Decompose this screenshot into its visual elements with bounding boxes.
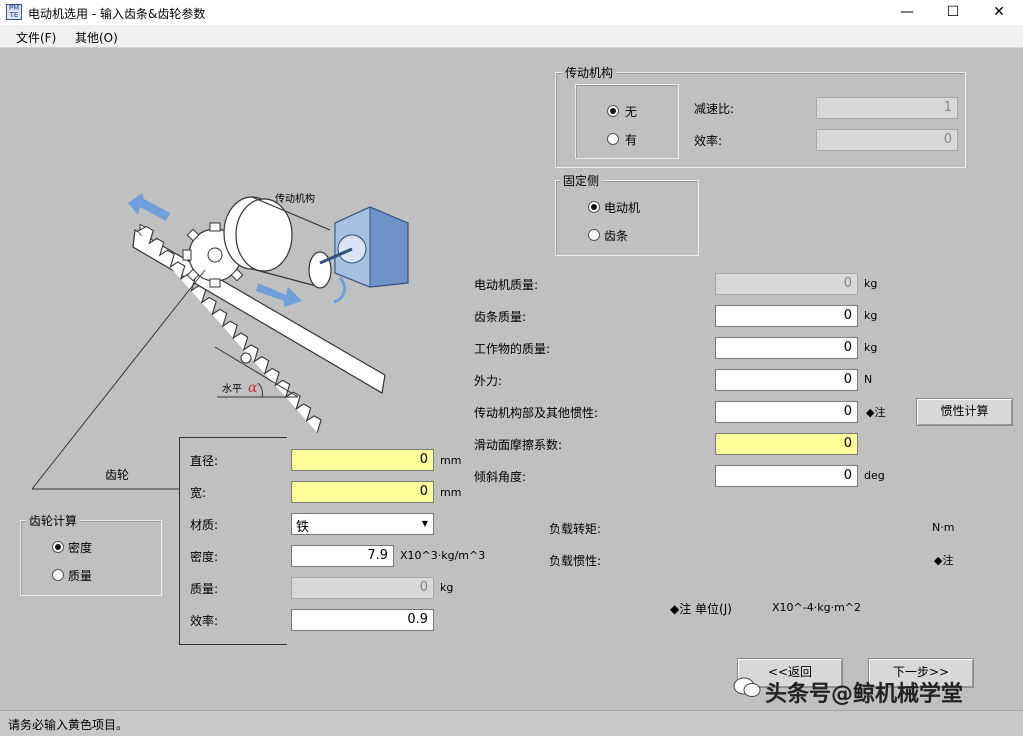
transmission-efficiency-label: 效率:	[694, 134, 723, 148]
unit-note-label: ◆注 单位(J)	[670, 602, 732, 616]
close-button[interactable]: ✕	[993, 4, 1005, 20]
gear-efficiency-label: 效率:	[190, 614, 219, 628]
fixed-side-title: 固定侧	[560, 172, 603, 189]
gear-mass-field: 0	[291, 577, 434, 599]
load-inertia-label: 负载惯性:	[549, 554, 602, 568]
status-text: 请务必输入黄色项目。	[8, 718, 129, 732]
tilt-angle-unit: deg	[864, 469, 885, 482]
gear-leader-line	[31, 269, 206, 490]
gear-width-label: 宽:	[190, 486, 207, 500]
inertia-field[interactable]: 0	[715, 401, 858, 423]
motor-mass-label: 电动机质量:	[474, 278, 539, 292]
fixed-motor-radio[interactable]	[588, 201, 600, 213]
external-force-unit: N	[864, 373, 873, 386]
ratio-label: 减速比:	[694, 102, 735, 116]
rack-pinion-illustration: 传动机构 水平 α	[31, 192, 409, 490]
chevron-down-icon[interactable]: ▼	[421, 519, 429, 528]
tilt-angle-field[interactable]: 0	[715, 465, 858, 487]
gear-diameter-unit: mm	[440, 454, 462, 467]
wechat-icon	[733, 676, 761, 698]
gear-material-select[interactable]: 铁 ▼	[291, 513, 434, 535]
belt-pulley	[223, 196, 332, 289]
gear-caption: 齿轮	[105, 468, 130, 482]
gear-density-label: 密度:	[190, 550, 219, 564]
motor-mass-field: 0	[715, 273, 858, 295]
window-title: 电动机选用 - 输入齿条&齿轮参数	[28, 7, 206, 21]
left-arrow-icon	[128, 193, 170, 221]
external-force-label: 外力:	[474, 374, 503, 388]
load-torque-unit: N·m	[932, 521, 955, 534]
rotation-arrow-icon	[333, 276, 347, 304]
fixed-side-group	[555, 180, 699, 256]
gear-material-value: 铁	[296, 520, 310, 535]
ratio-field: 1	[816, 97, 958, 119]
transmission-options-box	[575, 84, 679, 159]
status-bar: 请务必输入黄色项目。	[0, 710, 1023, 736]
inertia-calc-button[interactable]: 惯性计算	[916, 398, 1013, 426]
transmission-efficiency-field: 0	[816, 129, 958, 151]
menu-file[interactable]: 文件(F)	[16, 31, 57, 45]
gear-mass-label: 质量:	[190, 582, 219, 596]
angle-arc	[257, 382, 263, 398]
motor-mass-unit: kg	[864, 277, 878, 290]
gear-efficiency-field[interactable]: 0.9	[291, 609, 434, 631]
gear-calc-mass-radio[interactable]	[52, 569, 64, 581]
load-torque-label: 负载转矩:	[549, 522, 602, 536]
friction-label: 滑动面摩擦系数:	[474, 438, 563, 452]
inertia-note: ◆注	[866, 406, 886, 419]
transmission-yes-radio[interactable]	[607, 133, 619, 145]
gear-density-unit: X10^3·kg/m^3	[400, 549, 486, 562]
menu-other[interactable]: 其他(O)	[75, 31, 118, 45]
external-force-field[interactable]: 0	[715, 369, 858, 391]
minimize-button[interactable]: —	[900, 4, 914, 20]
rack-mass-field[interactable]: 0	[715, 305, 858, 327]
gear-calc-group	[20, 520, 162, 596]
gear-material-label: 材质:	[190, 518, 219, 532]
mass-point	[240, 352, 252, 364]
rack-mass-unit: kg	[864, 309, 878, 322]
fixed-motor-label[interactable]: 电动机	[604, 201, 641, 215]
fixed-rack-radio[interactable]	[588, 229, 600, 241]
slope-line	[214, 346, 299, 398]
work-mass-label: 工作物的质量:	[474, 342, 551, 356]
right-arrow-icon	[256, 283, 302, 307]
work-mass-unit: kg	[864, 341, 878, 354]
maximize-button[interactable]: ☐	[946, 4, 960, 20]
transmission-none-label[interactable]: 无	[625, 105, 638, 119]
horizontal-label: 水平	[222, 383, 242, 395]
work-mass-field[interactable]: 0	[715, 337, 858, 359]
motor-shape	[319, 206, 409, 288]
alpha-symbol: α	[248, 380, 258, 396]
gear-calc-title: 齿轮计算	[26, 512, 81, 529]
gear-density-field[interactable]: 7.9	[291, 545, 394, 567]
gear-diameter-field[interactable]: 0	[291, 449, 434, 471]
mechanism-caption: 传动机构	[275, 192, 315, 205]
load-inertia-note: ◆注	[934, 554, 954, 567]
inertia-label: 传动机构部及其他惯性:	[474, 406, 599, 420]
transmission-group	[555, 72, 966, 168]
tilt-angle-label: 倾斜角度:	[474, 470, 527, 484]
gear-calc-density-radio[interactable]	[52, 541, 64, 553]
rack-mass-label: 齿条质量:	[474, 310, 527, 324]
fixed-rack-label[interactable]: 齿条	[604, 229, 629, 243]
back-button[interactable]: <<返回	[737, 658, 843, 688]
gear-calc-density-label[interactable]: 密度	[68, 541, 93, 555]
gear-mass-unit: kg	[440, 581, 454, 594]
transmission-yes-label[interactable]: 有	[625, 133, 638, 147]
transmission-group-title: 传动机构	[562, 64, 617, 81]
watermark-text: 头条号@鲸机械学堂	[765, 682, 964, 707]
unit-note-value: X10^-4·kg·m^2	[772, 601, 861, 614]
friction-field[interactable]: 0	[715, 433, 858, 455]
gear-calc-mass-label[interactable]: 质量	[68, 569, 93, 583]
gear-params-bracket	[179, 437, 287, 645]
transmission-none-radio[interactable]	[607, 105, 619, 117]
next-button[interactable]: 下一步>>	[868, 658, 974, 688]
gear-width-field[interactable]: 0	[291, 481, 434, 503]
gear-width-unit: mm	[440, 486, 462, 499]
menu-bar: 文件(F) 其他(O)	[0, 25, 1023, 48]
gear-diameter-label: 直径:	[190, 454, 219, 468]
